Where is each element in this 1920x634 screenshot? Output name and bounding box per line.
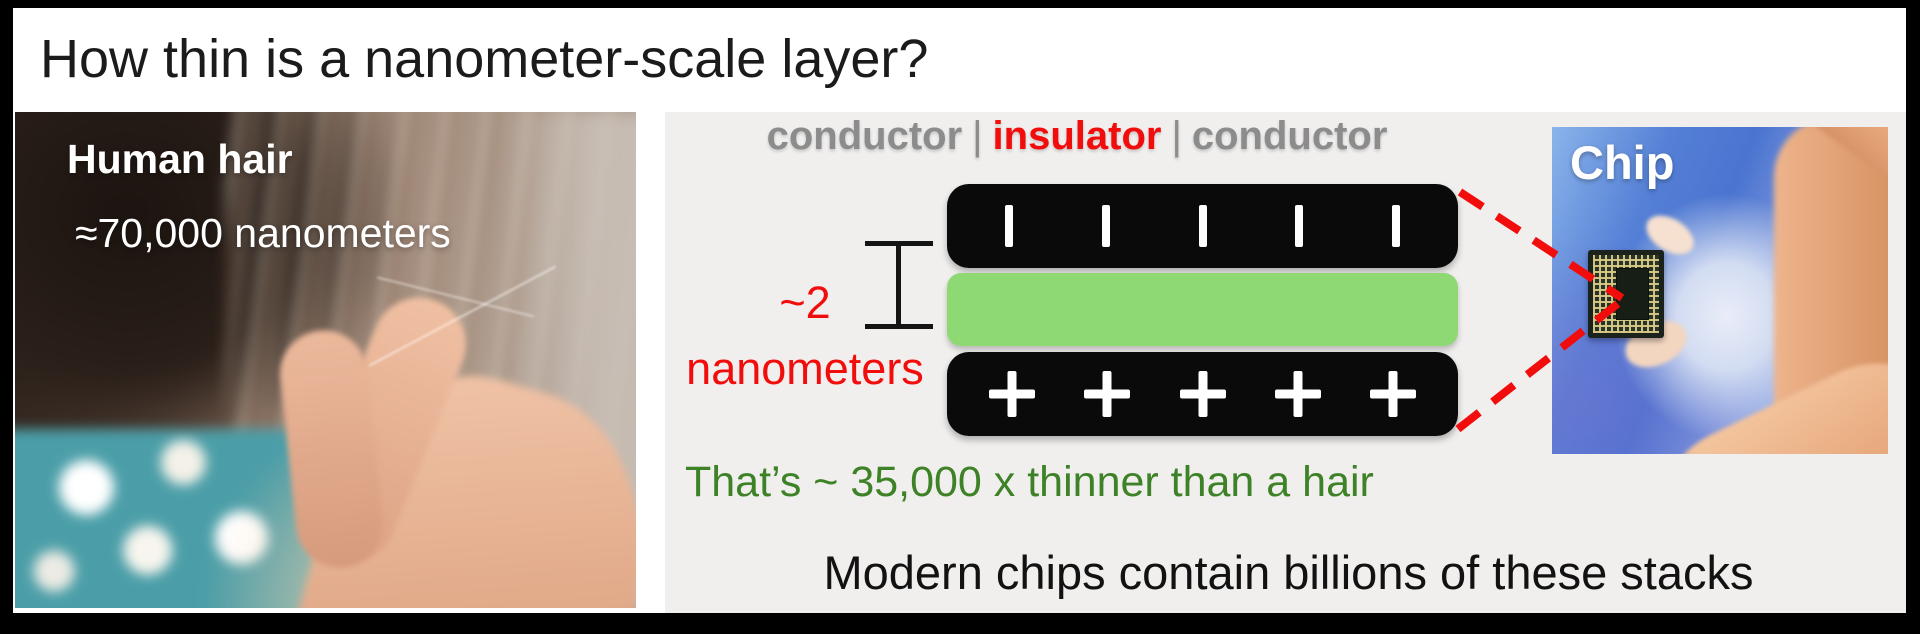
hair-photo-heading: Human hair xyxy=(67,136,293,182)
insulator-label: insulator xyxy=(992,114,1162,158)
bracket-bottom-tick xyxy=(865,324,933,329)
vertical-bar-mark xyxy=(1198,205,1207,247)
thickness-unit: nanometers xyxy=(686,343,924,394)
plus-mark xyxy=(1275,371,1321,417)
chip-die-core xyxy=(1616,268,1649,320)
top-conductor-electrode xyxy=(947,184,1458,268)
chip-photo-label: Chip xyxy=(1570,136,1675,189)
plus-mark xyxy=(1370,371,1416,417)
comparison-text: That’s ~ 35,000 x thinner than a hair xyxy=(685,458,1374,506)
chip-package xyxy=(1588,250,1664,338)
chip-pinch-photo: Chip xyxy=(1552,127,1888,454)
header-divider: | xyxy=(1171,114,1182,158)
plus-mark xyxy=(989,371,1035,417)
thickness-value: ~2 xyxy=(779,277,831,328)
layer-names-header: conductor|insulator|conductor xyxy=(705,114,1449,159)
vertical-bar-mark xyxy=(1005,205,1013,247)
vertical-bar-mark xyxy=(1101,205,1110,247)
conductor-label-left: conductor xyxy=(766,114,963,158)
insulator-green-layer xyxy=(947,273,1458,346)
thickness-dimension-bracket xyxy=(896,243,901,326)
bottom-conductor-electrode xyxy=(947,352,1458,436)
page-title: How thin is a nanometer-scale layer? xyxy=(40,29,929,89)
thickness-label: ~2 nanometers xyxy=(669,270,941,402)
human-hair-photo: Human hair ≈70,000 nanometers xyxy=(15,112,636,608)
vertical-bar-mark xyxy=(1392,205,1400,247)
plus-mark xyxy=(1180,371,1226,417)
vertical-bar-mark xyxy=(1295,205,1304,247)
hair-thickness-value: ≈70,000 nanometers xyxy=(75,210,451,256)
plus-mark xyxy=(1084,371,1130,417)
header-divider: | xyxy=(972,114,983,158)
bracket-top-tick xyxy=(865,241,933,246)
slide-page: How thin is a nanometer-scale layer? Hum… xyxy=(13,8,1906,613)
footer-text: Modern chips contain billions of these s… xyxy=(823,546,1754,599)
conductor-label-right: conductor xyxy=(1191,114,1388,158)
